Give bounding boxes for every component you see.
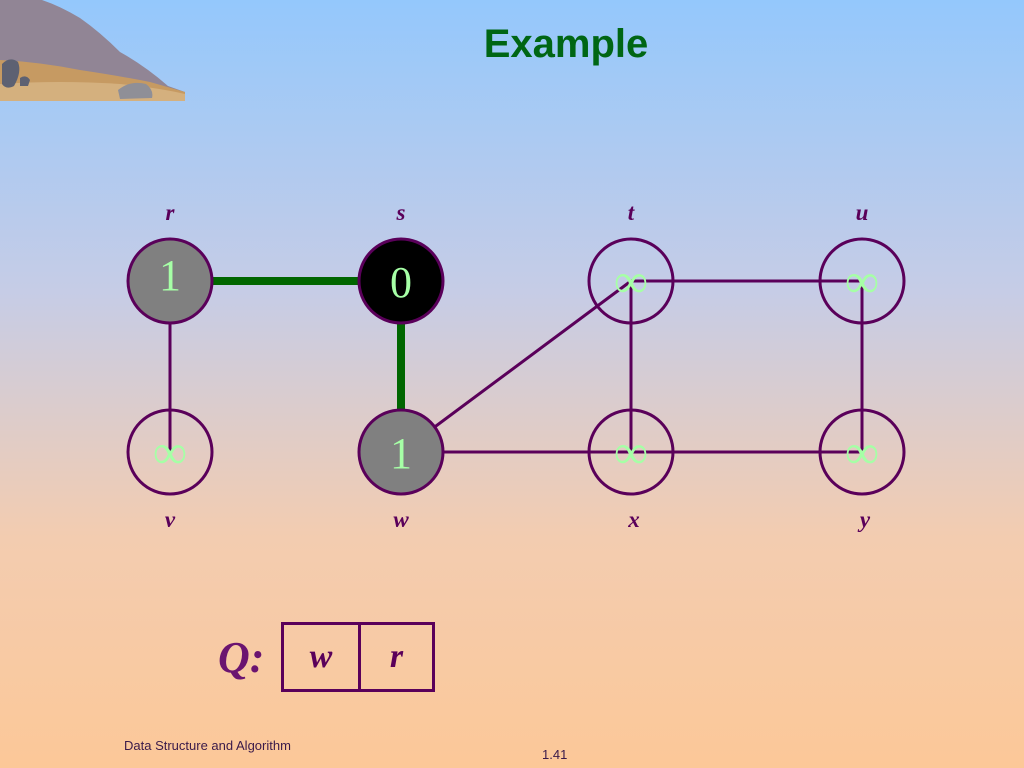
- vertex-distance-u: ∞: [845, 255, 879, 308]
- vertex-label-u: u: [856, 200, 869, 225]
- vertex-distance-r: 1: [159, 251, 181, 300]
- queue-box: w r: [281, 622, 435, 692]
- vertex-y: [818, 408, 906, 496]
- vertex-distance-y: ∞: [845, 426, 879, 479]
- vertex-distance-w: 1: [390, 429, 412, 478]
- vertex-s: [357, 237, 445, 325]
- footer-page-number: 1.41: [542, 747, 568, 762]
- vertex-t: [587, 237, 675, 325]
- queue-cell: w: [309, 638, 333, 675]
- vertex-label-r: r: [166, 200, 176, 225]
- vertex-distance-x: ∞: [614, 426, 648, 479]
- vertex-distance-v: ∞: [153, 426, 187, 479]
- vertex-distance-s: 0: [390, 258, 412, 307]
- queue-cell: r: [358, 625, 432, 689]
- footer-course-name: Data Structure and Algorithm: [124, 738, 291, 753]
- vertex-label-x: x: [627, 507, 640, 532]
- vertex-label-y: y: [857, 507, 871, 532]
- vertex-w: [357, 408, 445, 496]
- vertex-label-w: w: [393, 507, 409, 532]
- edge-w-t: [400, 279, 632, 454]
- vertex-label-v: v: [165, 507, 176, 532]
- slide-title: Example: [483, 22, 649, 66]
- mountain-illustration: [0, 0, 185, 101]
- vertex-u: [818, 237, 906, 325]
- vertex-v: [126, 408, 214, 496]
- vertex-label-t: t: [628, 200, 635, 225]
- vertex-x: [587, 408, 675, 496]
- vertex-distance-t: ∞: [614, 255, 648, 308]
- vertex-r: [126, 237, 214, 325]
- vertex-label-s: s: [396, 200, 406, 225]
- queue-label: Q:: [218, 633, 265, 682]
